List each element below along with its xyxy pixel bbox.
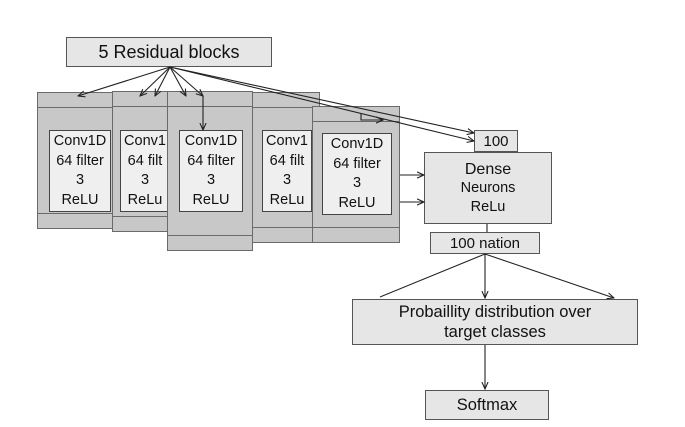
conv-line: Conv1 (124, 133, 166, 149)
conv-line: 64 filter (56, 152, 104, 169)
block-band-bottom (38, 213, 114, 214)
conv-line: 3 (352, 175, 362, 191)
prob-line-1: Probaillity distribution over (398, 303, 592, 321)
conv-line: 64 filt (127, 152, 163, 169)
conv-line: 64 filt (269, 152, 305, 169)
block-band-top (253, 107, 319, 108)
conv-line: Conv1D (53, 133, 107, 149)
conv-line: 3 (140, 172, 150, 188)
conv-box-1: Conv1D 64 filter 3 ReLU (49, 130, 111, 212)
conv-line: 3 (206, 172, 216, 188)
line-nation-to-prob-left (379, 253, 486, 298)
block-band-bottom (253, 227, 319, 228)
block-band-top (38, 107, 114, 108)
block-band-top (313, 121, 399, 122)
nation-output-box: 100 nation (430, 232, 540, 254)
conv-line: Conv1D (184, 133, 238, 149)
conv-line: ReLU (338, 194, 376, 211)
block-band-top (113, 106, 177, 107)
block-band-top (168, 106, 252, 107)
conv-line: ReLU (61, 191, 99, 208)
block-band-bottom (313, 227, 399, 228)
conv-line: ReLU (192, 191, 230, 208)
conv-line: 64 filter (187, 152, 235, 169)
arrow-nation-to-prob-right (484, 253, 614, 298)
dense-neurons: Neurons (460, 179, 516, 196)
dense-layer-box: Dense Neurons ReLu (424, 152, 552, 224)
dense-title: Dense (464, 160, 512, 178)
block-band-bottom (113, 216, 177, 217)
dense-activation: ReLu (470, 198, 506, 215)
block-band-bottom (168, 235, 252, 236)
conv-box-4: Conv1 64 filt 3 ReLu (262, 130, 312, 212)
conv-line: 3 (75, 172, 85, 188)
dense-size-tag: 100 (474, 130, 518, 152)
conv-line: Conv1D (330, 136, 384, 152)
conv-line: ReLu (127, 191, 163, 208)
conv-box-3: Conv1D 64 filter 3 ReLU (179, 130, 243, 212)
conv-box-5: Conv1D 64 filter 3 ReLU (322, 133, 392, 215)
conv-line: 64 filter (333, 155, 381, 172)
prob-line-2: target classes (444, 323, 546, 341)
probability-distribution-box: Probaillity distribution over target cla… (352, 299, 638, 345)
conv-box-2: Conv1 64 filt 3 ReLu (120, 130, 170, 212)
conv-line: Conv1 (266, 133, 308, 149)
softmax-box: Softmax (425, 390, 549, 420)
conv-line: 3 (282, 172, 292, 188)
residual-blocks-title: 5 Residual blocks (66, 37, 272, 67)
conv-line: ReLu (269, 191, 305, 208)
